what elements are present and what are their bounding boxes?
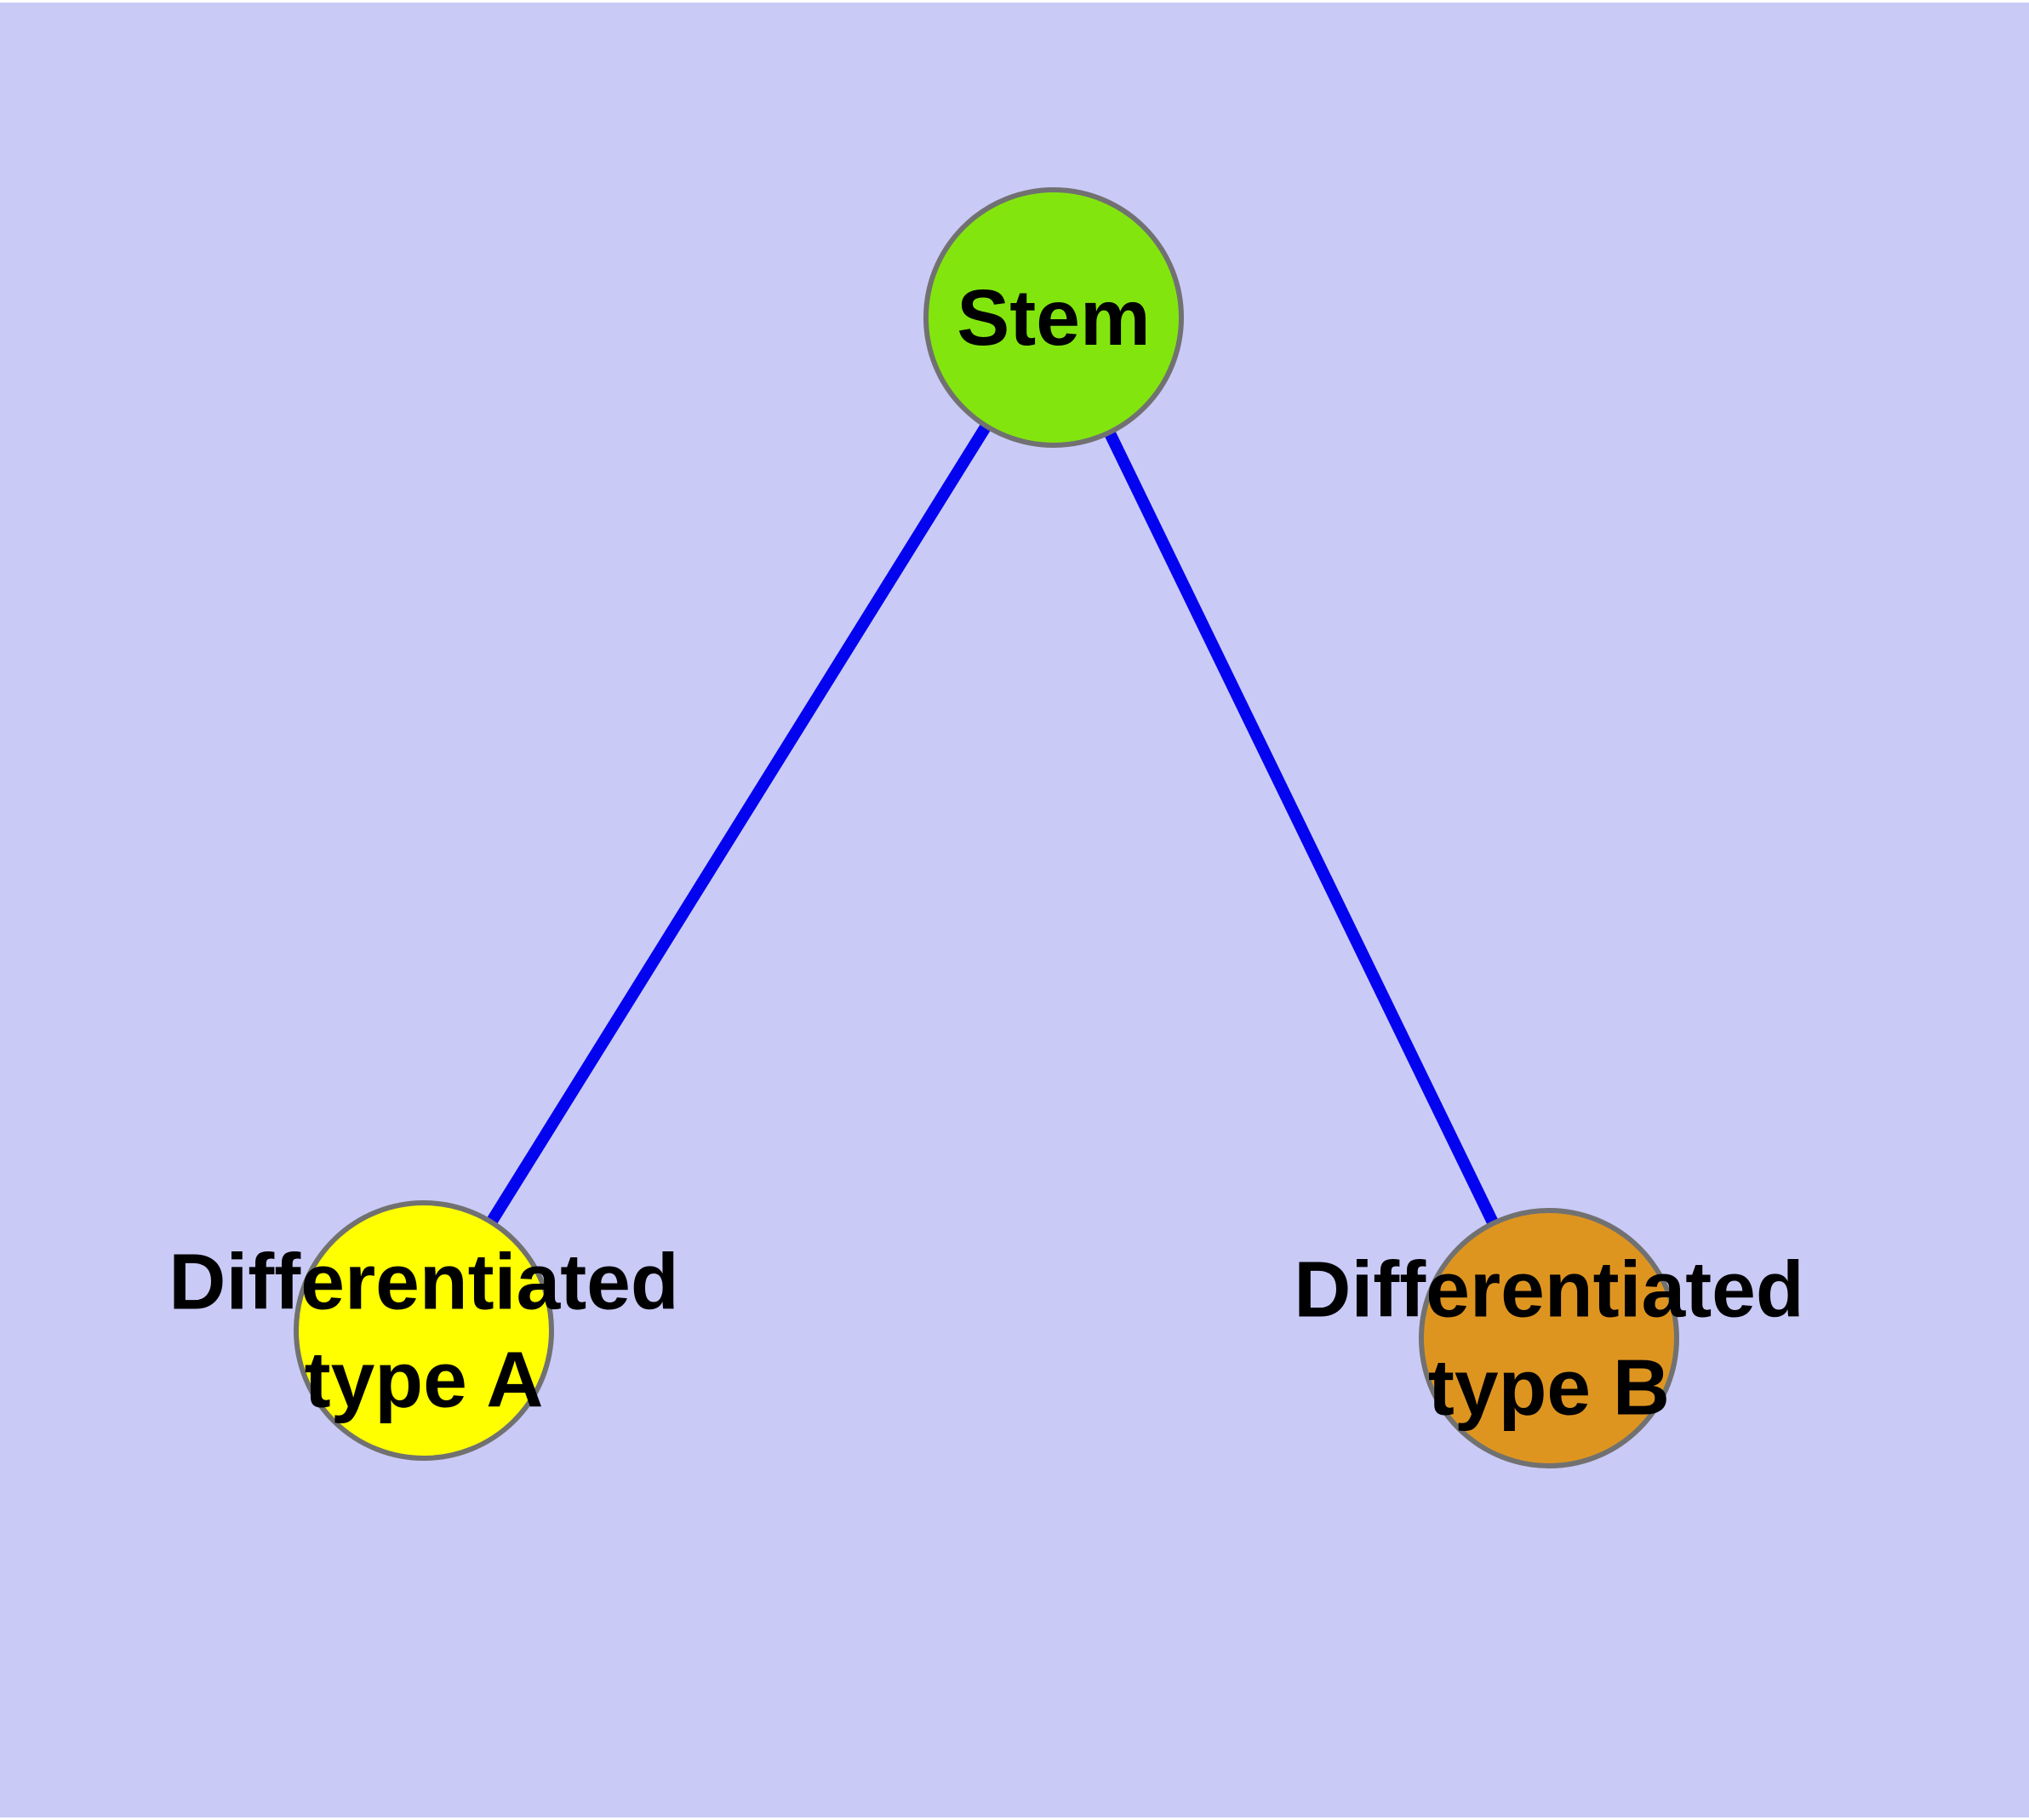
node-typeA[interactable] — [294, 1200, 554, 1461]
node-stem[interactable] — [923, 187, 1184, 448]
node-label-line: Stem — [957, 273, 1150, 362]
node-label-typeB: Differentiated type B — [1294, 1245, 1803, 1432]
node-label-line: Differentiated — [169, 1238, 678, 1326]
node-label-line: Differentiated — [1294, 1245, 1803, 1334]
node-label-stem: Stem — [957, 273, 1150, 362]
node-typeB[interactable] — [1419, 1208, 1679, 1468]
edge-stem-typeB — [1048, 314, 1555, 1342]
node-label-line: type A — [305, 1336, 544, 1424]
node-label-line: type B — [1428, 1343, 1670, 1432]
node-label-typeA: Differentiated type A — [169, 1238, 678, 1424]
edge-stem-typeA — [419, 314, 1059, 1334]
